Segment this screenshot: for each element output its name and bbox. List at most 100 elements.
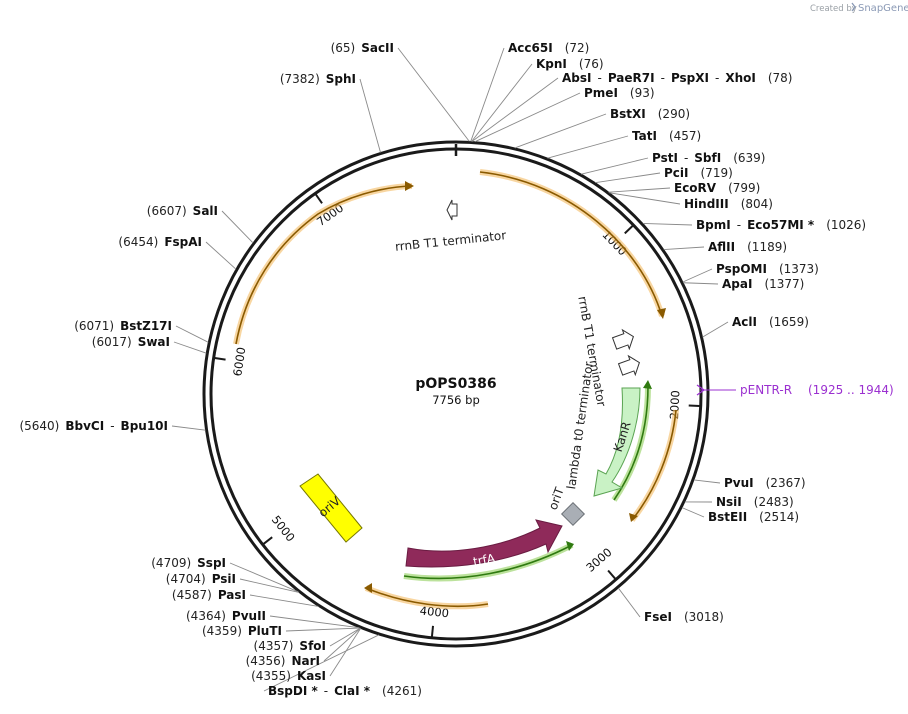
site-leader-swai [173,341,207,354]
site-leader-nari [323,627,361,662]
site-label-nsii: NsiI (2483) [716,495,794,509]
site-leader-pvuii [269,615,360,629]
feature-kanr [593,387,641,497]
tick-5000 [262,536,273,545]
feature-arrow-right [629,409,679,522]
tick-6000 [214,356,226,361]
site-label-apai: ApaI (1377) [722,277,804,291]
site-leader-bsteii [681,507,705,518]
feature-arrow-terminator-top [479,169,665,317]
terminator-icon [611,328,634,351]
label-lambda-terminator: lambda t0 terminator [564,361,596,490]
site-leader-sfoi [329,627,361,647]
credit-brand: SnapGene [858,3,908,14]
site-leader-apai [683,282,719,285]
site-label-tati: TatI (457) [632,129,701,143]
primer-name: pENTR-R [740,383,792,397]
site-leader-aflii [663,246,705,251]
site-label-ecorv: EcoRV (799) [674,181,760,195]
site-label-swai: (6017) SwaI [92,335,170,349]
site-leader-bbvci [171,425,206,431]
plasmid-size: 7756 bp [432,393,480,407]
site-label-bstxi: BstXI (290) [610,107,690,121]
tick-label: 6000 [230,346,248,377]
feature-oriv [299,473,363,543]
site-label-sfoi: (4357) SfoI [254,639,326,653]
site-leader-sacii [397,47,470,142]
site-leader-fspai [205,241,237,270]
credit-prefix: Created by [810,4,857,14]
primer-penter-r: pENTR-R (1925 .. 1944) [696,383,894,397]
site-label-fsei: FseI (3018) [644,610,724,624]
site-label-acli: AclI (1659) [732,315,809,329]
site-leader-fsei [617,587,641,618]
site-label-aflii: AflII (1189) [708,240,787,254]
site-label-nari: (4356) NarI [246,654,320,668]
site-leader-absi [471,77,559,142]
site-label-sspi: (4709) SspI [151,556,226,570]
site-leader-sphi [359,78,381,153]
tick-1000 [624,225,634,235]
site-leader-hindiii [609,192,681,205]
tick-label: 5000 [269,513,298,545]
site-label-pspomi: PspOMI (1373) [716,262,819,276]
feature-trfa [405,519,563,568]
site-leader-bspdi [263,634,379,692]
site-label-psii: (4704) PsiI [166,572,236,586]
site-leader-sspi [229,562,299,593]
site-leader-psti [581,157,649,175]
site-leader-pluti [285,627,360,632]
terminator-icon [446,199,458,221]
site-leader-pspomi [682,268,713,283]
tick-2000 [688,404,700,408]
site-label-kasi: (4355) KasI [251,669,326,683]
site-leader-pasi [249,594,319,607]
label-trfa: trfA [472,551,497,569]
site-label-pluti: (4359) PluTI [202,624,282,638]
site-leader-ecorv [608,187,671,193]
site-label-fspai: (6454) FspAI [118,235,202,249]
site-label-kpni: KpnI (76) [536,57,604,71]
site-leader-bpmi [642,223,693,226]
site-leader-sali [221,210,254,244]
site-label-pvui: PvuI (2367) [724,476,806,490]
tick-7000 [314,193,323,204]
site-leader-pvui [693,479,721,484]
site-label-pvuii: (4364) PvuII [186,609,266,623]
site-label-pasi: (4587) PasI [172,588,246,602]
site-label-sali: (6607) SalI [147,204,218,218]
terminator-icon [617,354,640,377]
site-leader-kpni [471,63,533,142]
plasmid-name: pOPS0386 [415,376,496,392]
site-leader-psii [239,578,300,593]
site-label-absi: AbsI - PaeR7I - PspXI - XhoI (78) [562,71,792,85]
site-label-bstz17i: (6071) BstZ17I [74,319,172,333]
site-label-bsteii: BstEII (2514) [708,510,799,524]
tick-3000 [607,569,617,580]
feature-orit [560,501,586,527]
site-leader-tati [547,135,629,159]
site-label-pmei: PmeI (93) [584,86,655,100]
site-label-bpmi: BpmI - Eco57MI * (1026) [696,218,866,232]
site-labels: (65) SacII Acc65I (72) KpnI (76)AbsI - Pae… [19,41,866,698]
site-label-bspdi: BspDI * - ClaI * (4261) [268,684,422,698]
tick-4000 [430,625,435,637]
site-leader-acli [702,321,729,338]
site-label-psti: PstI - SbfI (639) [652,151,765,165]
site-label-sacii: (65) SacII [331,41,394,55]
site-label-hindiii: HindIII (804) [684,197,773,211]
label-terminator-top: rrnB T1 terminator [394,228,507,254]
site-label-acc65i: Acc65I (72) [508,41,589,55]
site-leader-pcii [595,172,661,184]
snapgene-logo-icon [851,2,856,12]
site-leader-bstxi [514,113,607,149]
site-leader-kasi [329,628,362,677]
site-label-bbvci: (5640) BbvCI - Bpu10I [19,419,168,433]
tick-label: 3000 [583,545,614,575]
site-label-pcii: PciI (719) [664,166,733,180]
site-leader-pmei [474,92,581,143]
primer-range: (1925 .. 1944) [808,383,894,397]
site-leader-lines [171,47,729,692]
site-leader-acc65i [470,47,505,142]
